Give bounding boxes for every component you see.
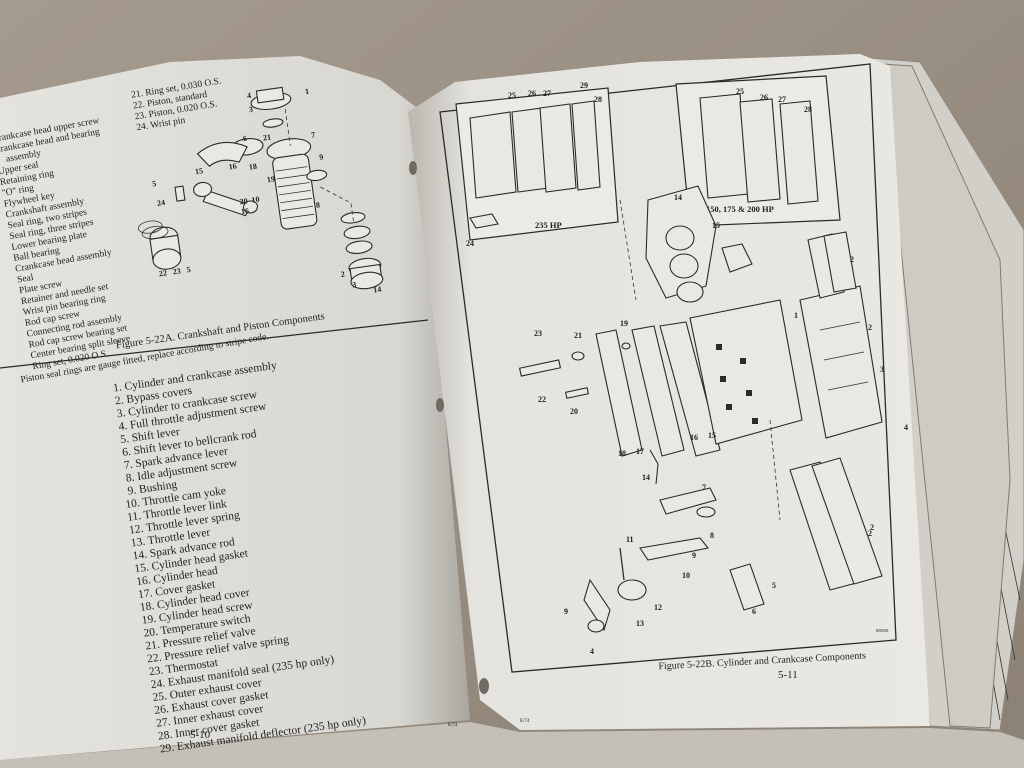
svg-text:4: 4	[904, 423, 908, 432]
svg-text:16: 16	[690, 433, 698, 442]
svg-text:17: 17	[636, 447, 644, 456]
right-page-number: 5-11	[778, 669, 798, 681]
svg-text:20: 20	[239, 196, 248, 206]
svg-text:6: 6	[752, 607, 756, 616]
svg-text:28: 28	[804, 105, 812, 114]
svg-text:15: 15	[712, 221, 720, 230]
svg-text:13: 13	[636, 619, 644, 628]
svg-text:19: 19	[266, 174, 275, 184]
svg-text:2: 2	[870, 523, 874, 532]
svg-text:21: 21	[574, 331, 582, 340]
svg-text:25: 25	[508, 91, 516, 100]
list-line: Seal	[16, 273, 34, 286]
left-page-number: 5-10	[190, 729, 211, 741]
svg-text:2: 2	[340, 270, 345, 279]
svg-text:21: 21	[262, 132, 271, 142]
box-235hp: 25 26 27 29 28 24 235 HP	[455, 81, 619, 248]
svg-text:19: 19	[620, 319, 628, 328]
svg-text:9: 9	[692, 551, 696, 560]
binder-cover	[881, 63, 1011, 729]
binder-hole	[436, 398, 444, 412]
left-footer-code: E/74	[448, 723, 458, 728]
svg-text:6: 6	[242, 134, 247, 143]
svg-text:3: 3	[880, 365, 884, 374]
svg-text:24: 24	[156, 198, 165, 208]
svg-text:18: 18	[618, 449, 626, 458]
svg-text:20: 20	[570, 407, 578, 416]
svg-text:23: 23	[534, 329, 542, 338]
svg-text:26: 26	[760, 93, 768, 102]
svg-text:9: 9	[319, 152, 324, 161]
svg-text:2: 2	[850, 255, 854, 264]
svg-text:12: 12	[654, 603, 662, 612]
figure-5-22b-frame	[439, 63, 897, 673]
svg-text:7: 7	[310, 130, 315, 139]
svg-text:27: 27	[778, 95, 786, 104]
svg-text:5: 5	[186, 265, 191, 274]
svg-text:1: 1	[794, 311, 798, 320]
svg-text:3: 3	[248, 105, 253, 114]
crankshaft-diagram: 4 1 3 6 21 7 15 16 18 9 5 24 19 20 10 16…	[138, 87, 384, 295]
svg-text:18: 18	[248, 162, 257, 172]
svg-text:9: 9	[564, 607, 568, 616]
svg-text:3: 3	[352, 280, 357, 289]
svg-text:2: 2	[868, 323, 872, 332]
svg-text:15: 15	[708, 431, 716, 440]
cylinder-crankcase-diagram: 14 15 1 2 2 2 23 21 19 22 20 18 17 16 15…	[518, 185, 908, 656]
box1-label: 235 HP	[535, 220, 562, 230]
svg-text:23: 23	[172, 266, 181, 276]
svg-text:14: 14	[373, 285, 382, 295]
svg-text:8: 8	[710, 531, 714, 540]
right-footer-code: E/74	[520, 719, 530, 724]
svg-text:22: 22	[158, 268, 167, 278]
svg-text:5: 5	[772, 581, 776, 590]
svg-text:4: 4	[590, 647, 594, 656]
box2-label: 150, 175 & 200 HP	[706, 204, 774, 214]
binder-hole	[409, 161, 417, 175]
svg-text:26: 26	[528, 89, 536, 98]
svg-text:8: 8	[315, 200, 320, 209]
svg-text:24: 24	[466, 239, 474, 248]
svg-text:1: 1	[304, 87, 309, 96]
svg-text:15: 15	[194, 166, 203, 176]
box-150-175-200hp: 25 26 27 28 150, 175 & 200 HP	[675, 75, 841, 227]
svg-text:22: 22	[538, 395, 546, 404]
svg-text:25: 25	[736, 87, 744, 96]
svg-text:28: 28	[594, 95, 602, 104]
svg-text:16: 16	[228, 162, 237, 172]
svg-text:2: 2	[868, 529, 872, 538]
svg-text:4: 4	[246, 91, 251, 100]
svg-text:7: 7	[702, 483, 706, 492]
svg-text:27: 27	[543, 89, 551, 98]
svg-text:11: 11	[626, 535, 634, 544]
svg-text:29: 29	[580, 81, 588, 90]
section-divider	[0, 319, 429, 369]
svg-text:10: 10	[251, 195, 260, 205]
corner-code: 80006	[876, 628, 889, 633]
binder-hole	[479, 678, 489, 694]
svg-text:16: 16	[240, 206, 249, 216]
book-bottom-edge	[0, 722, 1024, 768]
svg-text:14: 14	[674, 193, 682, 202]
svg-text:5: 5	[152, 179, 157, 188]
svg-text:14: 14	[642, 473, 650, 482]
svg-text:10: 10	[682, 571, 690, 580]
